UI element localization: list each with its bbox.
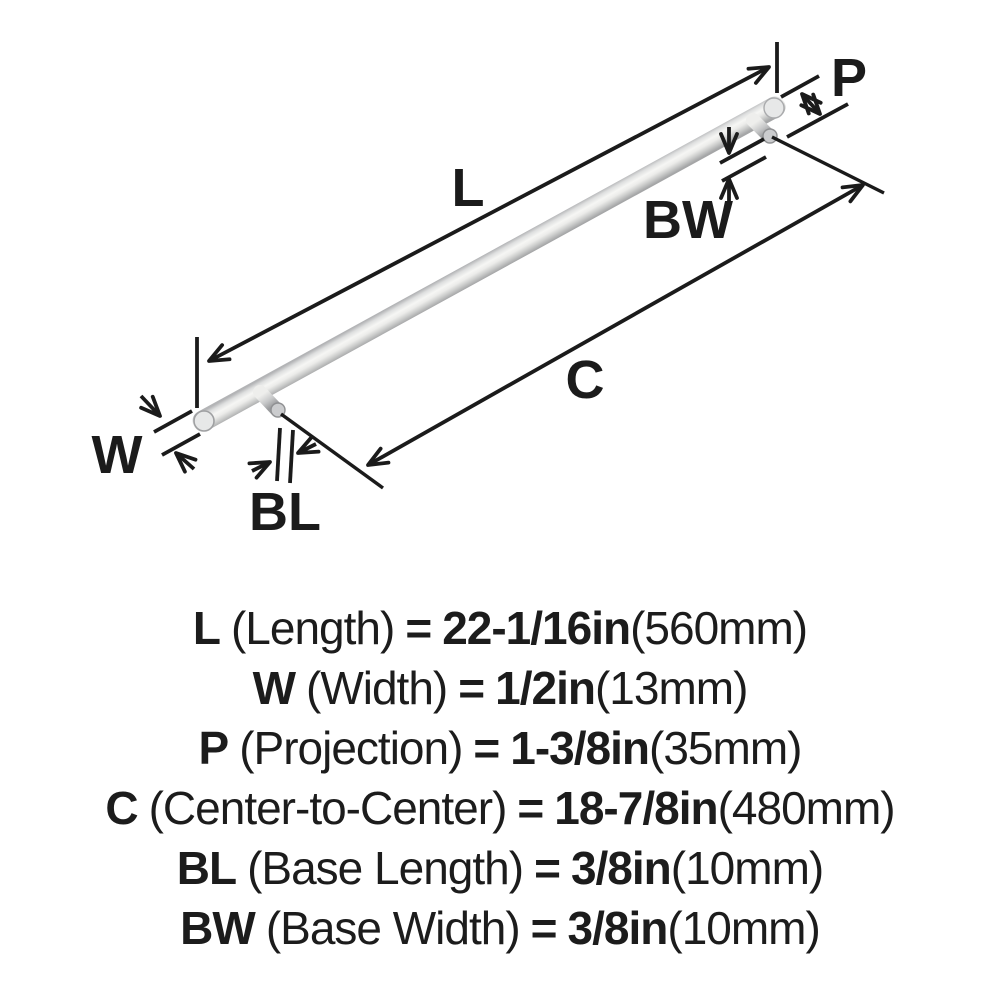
handle-bar [192,96,786,432]
spec-row-width: W (Width) = 1/2in(13mm) [252,658,749,718]
spec-symbol: BL [176,842,237,894]
spec-value: 1/2in(13mm) [495,661,748,715]
dim-W-arrow-lower [174,451,198,474]
dim-C-ext-right [771,135,885,195]
dim-W-tick-upper [153,409,193,434]
spec-equals: = [405,602,432,654]
spec-symbol: BW [180,902,256,954]
spec-metric: (13mm) [594,662,748,714]
dim-W-tick-lower [161,432,201,457]
dim-C-line [366,183,865,467]
spec-symbol: L [192,602,221,654]
spec-metric: (480mm) [717,782,896,834]
dim-P-arrow [799,92,823,116]
label-W: W [92,425,143,485]
dimension-specs: L (Length) = 22-1/16in(560mm) W (Width) … [0,598,1000,958]
spec-imperial: 1-3/8in [510,722,650,774]
spec-metric: (560mm) [630,602,808,654]
dimension-BW: BW [643,127,767,250]
dim-BL-arrow-right [296,435,321,455]
dim-P-tick-lower [786,102,849,139]
spec-name: (Length) [230,602,395,654]
spec-name: (Center-to-Center) [148,782,508,834]
spec-row-center-to-center: C (Center-to-Center) = 18-7/8in(480mm) [105,778,896,838]
spec-name: (Base Length) [247,842,524,894]
spec-symbol: C [105,782,138,834]
dim-W-arrow-upper [139,394,162,418]
dim-BL-tick-left [275,427,282,482]
bar-pull-illustration [192,96,786,432]
spec-value: 3/8in(10mm) [567,901,821,955]
label-L: L [452,158,485,218]
spec-imperial: 22-1/16in [442,602,631,654]
dim-BL-tick-right [288,429,295,484]
dimension-C: C [280,135,885,490]
spec-equals: = [458,662,485,714]
dim-BL-arrow-left [247,460,272,480]
spec-imperial: 1/2in [495,662,596,714]
spec-imperial: 18-7/8in [554,782,718,834]
dimension-W: W [92,394,201,485]
label-BL: BL [249,482,321,542]
spec-name: (Projection) [239,722,463,774]
spec-metric: (10mm) [667,902,820,954]
dim-BW-tick-lower [721,155,767,183]
spec-imperial: 3/8in [567,902,669,954]
dimension-BL: BL [247,427,321,542]
spec-equals: = [530,902,558,954]
dim-P-tick-upper [780,74,820,99]
spec-symbol: P [198,722,230,774]
spec-row-projection: P (Projection) = 1-3/8in(35mm) [198,718,803,778]
spec-row-base-length: BL (Base Length) = 3/8in(10mm) [176,838,824,898]
handle-post-right-base [762,128,778,144]
spec-symbol: W [252,662,296,714]
spec-name: (Base Width) [265,902,521,954]
spec-row-length: L (Length) = 22-1/16in(560mm) [192,598,808,658]
dim-C-ext-left [280,412,384,490]
label-P: P [831,48,867,108]
spec-row-base-width: BW (Base Width) = 3/8in(10mm) [180,898,821,958]
label-BW: BW [643,190,733,250]
spec-metric: (35mm) [649,722,802,774]
dimension-P: P [780,48,867,139]
handle-bar-end-left [193,410,215,432]
handle-bar-end-right [763,97,785,119]
spec-value: 22-1/16in(560mm) [442,601,808,655]
spec-imperial: 3/8in [570,842,672,894]
spec-equals: = [534,842,561,894]
label-C: C [566,350,605,410]
spec-equals: = [473,722,500,774]
bar-pull-diagram: L C P BW W [92,42,885,542]
spec-value: 3/8in(10mm) [570,841,824,895]
spec-value: 18-7/8in(480mm) [554,781,896,835]
spec-value: 1-3/8in(35mm) [510,721,802,775]
dim-BW-tick-upper [719,137,765,165]
spec-name: (Width) [306,662,448,714]
spec-equals: = [517,782,544,834]
spec-metric: (10mm) [670,842,824,894]
